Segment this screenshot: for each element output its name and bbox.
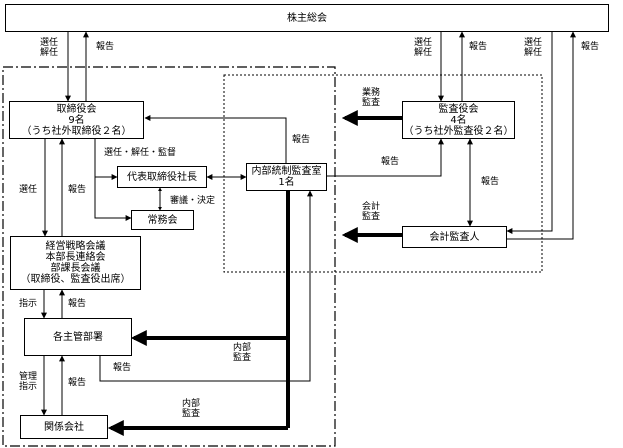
label-business-audit: 業務監査 <box>362 88 381 108</box>
label-report-audit-board: 報告 <box>292 135 311 145</box>
node-president: 代表取締役社長 <box>117 166 207 188</box>
node-auditors-line1: 監査役会 <box>438 103 479 115</box>
edge-shareholders-accounting-elect <box>506 32 553 234</box>
node-departments-label: 各主管部署 <box>53 331 103 343</box>
node-strategy-line2: 本部長連絡会 <box>45 252 106 263</box>
label-report-2: 報告 <box>469 42 488 52</box>
label-manage-instruct: 管理指示 <box>19 372 38 392</box>
label-elect-dismiss-2: 選任解任 <box>414 38 433 58</box>
node-executive-committee: 常務会 <box>131 210 194 230</box>
label-report-1: 報告 <box>96 42 115 52</box>
label-report-audit-auditors: 報告 <box>381 157 400 167</box>
edge-accounting-shareholders-report <box>507 31 576 240</box>
audit-region-border <box>223 74 543 273</box>
node-strategy-line1: 経営戦略会議 <box>45 241 106 252</box>
node-executive-committee-label: 常務会 <box>147 214 178 226</box>
node-auditors: 監査役会 4名 （うち社外監査役２名） <box>402 101 515 139</box>
node-board-line3: （うち社外取締役２名） <box>21 125 132 137</box>
node-strategy-line3: 部課長会議 <box>50 263 101 274</box>
node-audit-office: 内部統制監査室 1名 <box>246 163 327 191</box>
label-report-auditors-accounting: 報告 <box>481 177 500 187</box>
node-accounting-auditor: 会計監査人 <box>402 226 507 248</box>
node-audit-office-line2: 1名 <box>278 177 295 188</box>
node-shareholders-label: 株主総会 <box>287 12 327 24</box>
node-strategy-line4: （取締役、監査役出席） <box>20 274 131 285</box>
label-elect-board-strategy: 選任 <box>19 185 38 195</box>
label-deliberate-decide: 審議・決定 <box>170 196 216 206</box>
edge-board-president <box>94 139 118 180</box>
edge-audit-board-report <box>144 115 287 163</box>
label-elect-dismiss-supervise: 選任・解任・監督 <box>104 148 177 158</box>
node-affiliates: 関係会社 <box>20 415 108 439</box>
label-report-dept-strategy: 報告 <box>68 299 87 309</box>
label-report-3: 報告 <box>581 42 600 52</box>
node-auditors-line3: （うち社外監査役２名） <box>403 125 514 137</box>
node-strategy-meeting: 経営戦略会議 本部長連絡会 部課長会議 （取締役、監査役出席） <box>10 236 141 290</box>
label-internal-audit-2: 内部監査 <box>182 399 201 419</box>
edge-audit-auditors-report <box>327 138 444 177</box>
edge-departments-audit-report <box>99 190 313 382</box>
node-affiliates-label: 関係会社 <box>44 421 84 433</box>
node-board: 取締役会 9名 （うち社外取締役２名） <box>9 101 144 139</box>
edge-board-committee <box>94 177 132 221</box>
label-instruct: 指示 <box>19 299 38 309</box>
node-accounting-auditor-label: 会計監査人 <box>429 231 480 243</box>
node-audit-office-line1: 内部統制監査室 <box>251 166 322 177</box>
label-elect-dismiss-1: 選任解任 <box>40 38 59 58</box>
label-internal-audit-1: 内部監査 <box>233 343 252 363</box>
node-auditors-line2: 4名 <box>450 114 467 126</box>
label-elect-dismiss-3: 選任解任 <box>524 38 543 58</box>
node-board-line2: 9名 <box>68 114 85 126</box>
node-shareholders: 株主総会 <box>5 4 609 32</box>
node-president-label: 代表取締役社長 <box>127 171 197 183</box>
label-accounting-audit: 会計監査 <box>362 202 381 222</box>
label-report-affiliates: 報告 <box>68 378 87 388</box>
label-report-dept-audit: 報告 <box>113 363 132 373</box>
node-board-line1: 取締役会 <box>56 103 97 115</box>
executive-region-border <box>2 66 336 447</box>
node-departments: 各主管部署 <box>24 318 132 356</box>
label-report-strategy-board: 報告 <box>68 185 87 195</box>
